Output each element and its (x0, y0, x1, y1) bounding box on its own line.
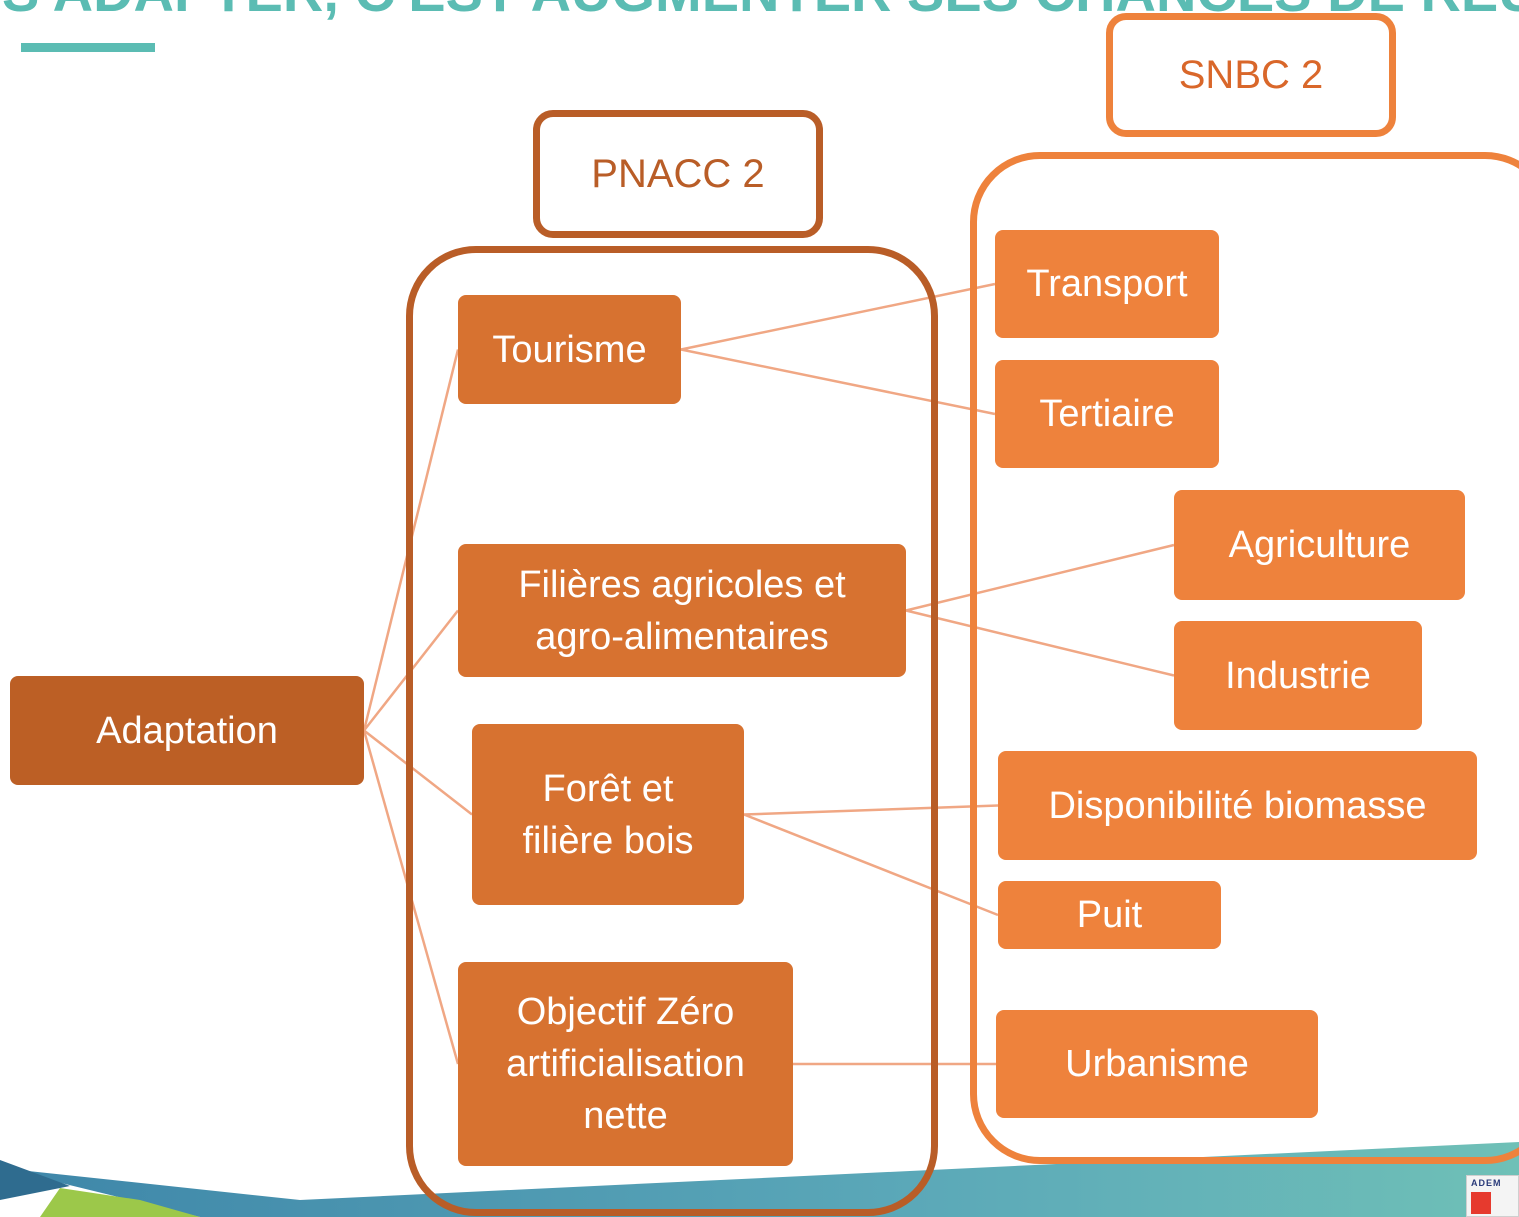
connector-foret-biomasse (743, 804, 999, 816)
adaptation-node: Adaptation (10, 676, 364, 785)
industrie-node: Industrie (1174, 621, 1422, 730)
pnacc-label: PNACC 2 (533, 110, 823, 238)
ademe-logo: ADEM (1466, 1175, 1519, 1217)
foret-filiere-bois-node: Forêt et filière bois (472, 724, 744, 905)
logo-mark-icon (1471, 1192, 1491, 1214)
disponibilite-biomasse-node: Disponibilité biomasse (998, 751, 1477, 860)
urbanisme-node: Urbanisme (996, 1010, 1318, 1118)
connector-root-foret (363, 729, 473, 816)
connector-tourisme-tertiaire (680, 348, 996, 416)
pnacc-frame (406, 246, 938, 1216)
agriculture-node: Agriculture (1174, 490, 1465, 600)
zero-artificialisation-node: Objectif Zéro artificialisation nette (458, 962, 793, 1166)
transport-node: Transport (995, 230, 1219, 338)
footer-dark-band (0, 1160, 70, 1200)
snbc-frame (970, 152, 1519, 1164)
title-accent-bar (21, 43, 155, 52)
tourisme-node: Tourisme (458, 295, 681, 404)
tertiaire-node: Tertiaire (995, 360, 1219, 468)
connector-tourisme-transport (680, 282, 996, 351)
footer-green-band (40, 1188, 200, 1217)
connector-filieres-industrie (905, 609, 1175, 677)
logo-text: ADEM (1471, 1178, 1502, 1188)
puit-node: Puit (998, 881, 1221, 949)
connector-foret-puit (743, 813, 999, 917)
connector-filieres-agriculture (905, 543, 1175, 612)
filieres-agricoles-node: Filières agricoles et agro-alimentaires (458, 544, 906, 677)
snbc-label: SNBC 2 (1106, 13, 1396, 137)
